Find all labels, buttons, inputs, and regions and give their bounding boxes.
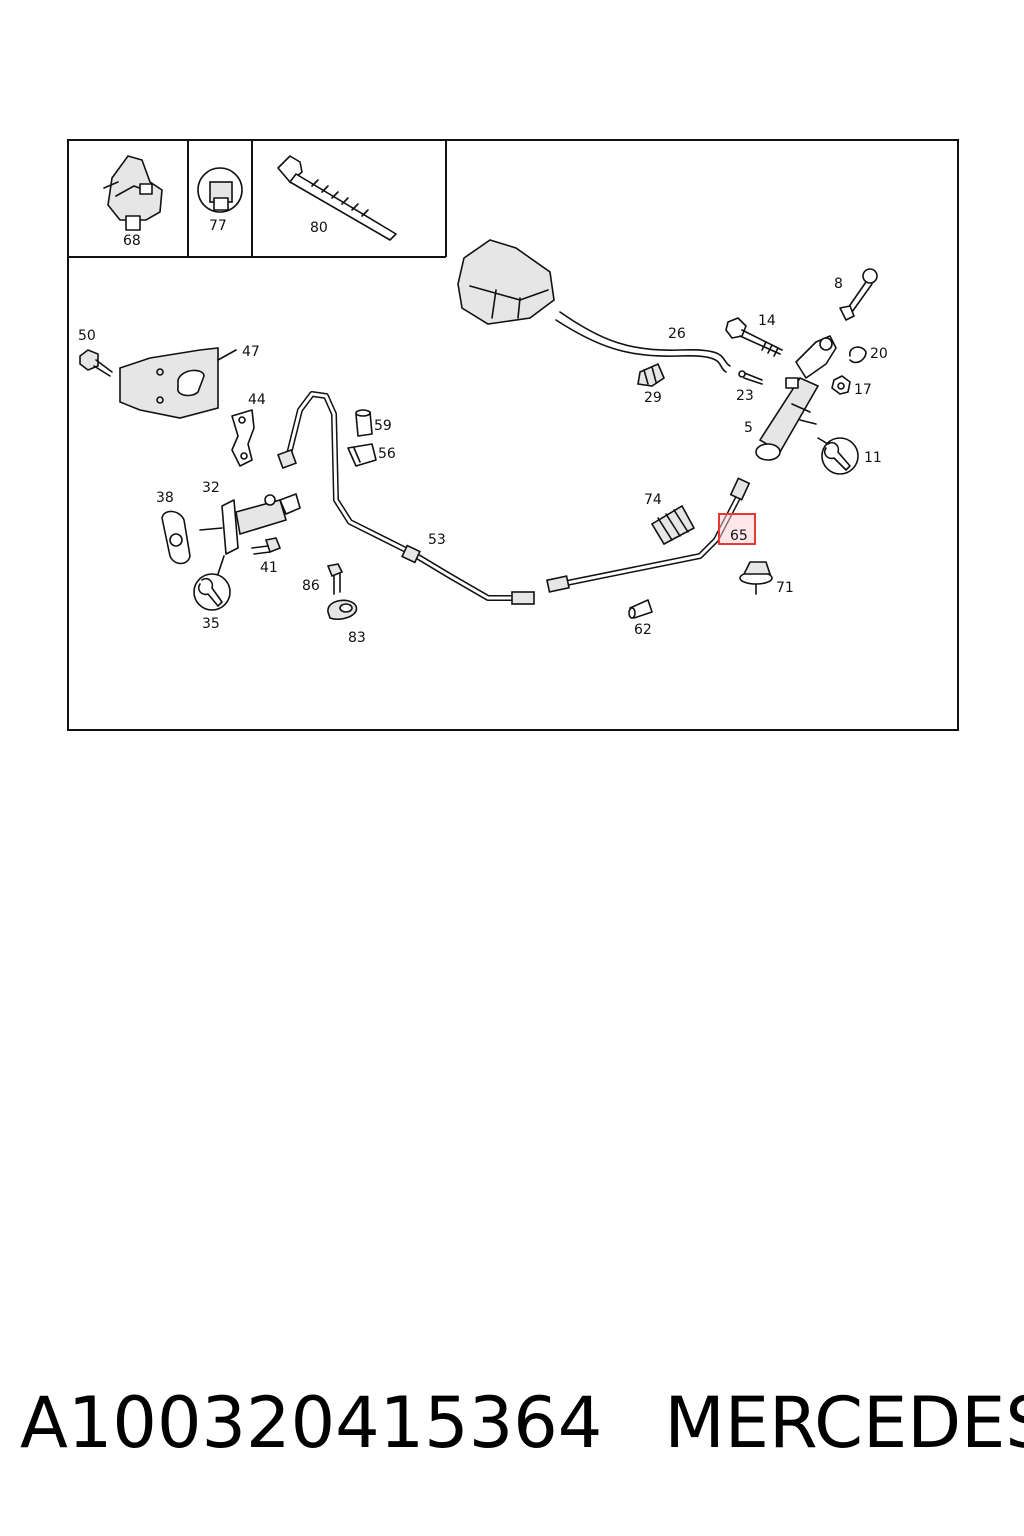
part-29-boot <box>637 362 665 387</box>
part-83-clamp <box>327 599 358 621</box>
part-86-bolt <box>326 563 344 595</box>
part-47-bracket <box>119 347 237 419</box>
callout-62: 62 <box>634 622 652 638</box>
callout-14: 14 <box>758 313 776 329</box>
callout-32: 32 <box>202 480 220 496</box>
callout-83: 83 <box>348 630 366 646</box>
part-8-push-rod <box>839 268 878 321</box>
callout-29: 29 <box>644 390 662 406</box>
part-26-reservoir-hose <box>457 239 731 373</box>
part-44-clamp <box>231 409 255 467</box>
callout-44: 44 <box>248 392 266 408</box>
callout-80: 80 <box>310 220 328 236</box>
callout-56: 56 <box>378 446 396 462</box>
callout-26: 26 <box>668 326 686 342</box>
callout-20: 20 <box>870 346 888 362</box>
part-53-pipe <box>277 391 535 605</box>
callout-77: 77 <box>209 218 227 234</box>
callout-5: 5 <box>744 420 753 436</box>
part-17-nut <box>831 375 851 395</box>
part-62-spacer <box>628 599 653 619</box>
callout-53: 53 <box>428 532 446 548</box>
inset-panel <box>68 140 447 258</box>
callout-17: 17 <box>854 382 872 398</box>
callout-8: 8 <box>834 276 843 292</box>
parts-diagram: 68 77 80 26 29 14 <box>67 139 959 731</box>
part-56-clip <box>347 443 377 467</box>
callout-41: 41 <box>260 560 278 576</box>
callout-47: 47 <box>242 344 260 360</box>
part-14-bolt <box>725 317 783 357</box>
part-59-bushing <box>355 409 373 437</box>
callout-86: 86 <box>302 578 320 594</box>
highlight-box-65 <box>718 513 756 545</box>
callout-50: 50 <box>78 328 96 344</box>
part-38-gasket <box>161 510 191 565</box>
callout-38: 38 <box>156 490 174 506</box>
part-11-torque-symbol <box>817 437 859 475</box>
callout-65: 65 <box>730 528 748 544</box>
callout-74: 74 <box>644 492 662 508</box>
part-number-text: A100320415364 <box>20 1382 603 1464</box>
callout-68: 68 <box>123 233 141 249</box>
brand-text: MERCEDES <box>664 1382 1024 1464</box>
diagram-frame <box>67 139 959 731</box>
part-50-bolt <box>79 349 113 377</box>
part-20-clip <box>849 346 867 364</box>
callout-59: 59 <box>374 418 392 434</box>
part-32-slave-cylinder <box>199 493 301 555</box>
part-35-torque-symbol <box>193 555 231 611</box>
callout-11: 11 <box>864 450 882 466</box>
part-74-bellows <box>650 504 696 546</box>
part-68-clip-holder <box>103 155 163 231</box>
callout-71: 71 <box>776 580 794 596</box>
callout-23: 23 <box>736 388 754 404</box>
part-77-grommet <box>197 167 243 213</box>
part-5-master-cylinder <box>755 335 837 461</box>
part-71-mount <box>739 561 773 595</box>
part-80-cable-tie <box>277 155 397 241</box>
part-41-bolt <box>251 537 282 555</box>
part-23-screw <box>738 370 763 385</box>
callout-35: 35 <box>202 616 220 632</box>
part-number-caption: A100320415364 MERCEDES <box>20 1378 1024 1468</box>
